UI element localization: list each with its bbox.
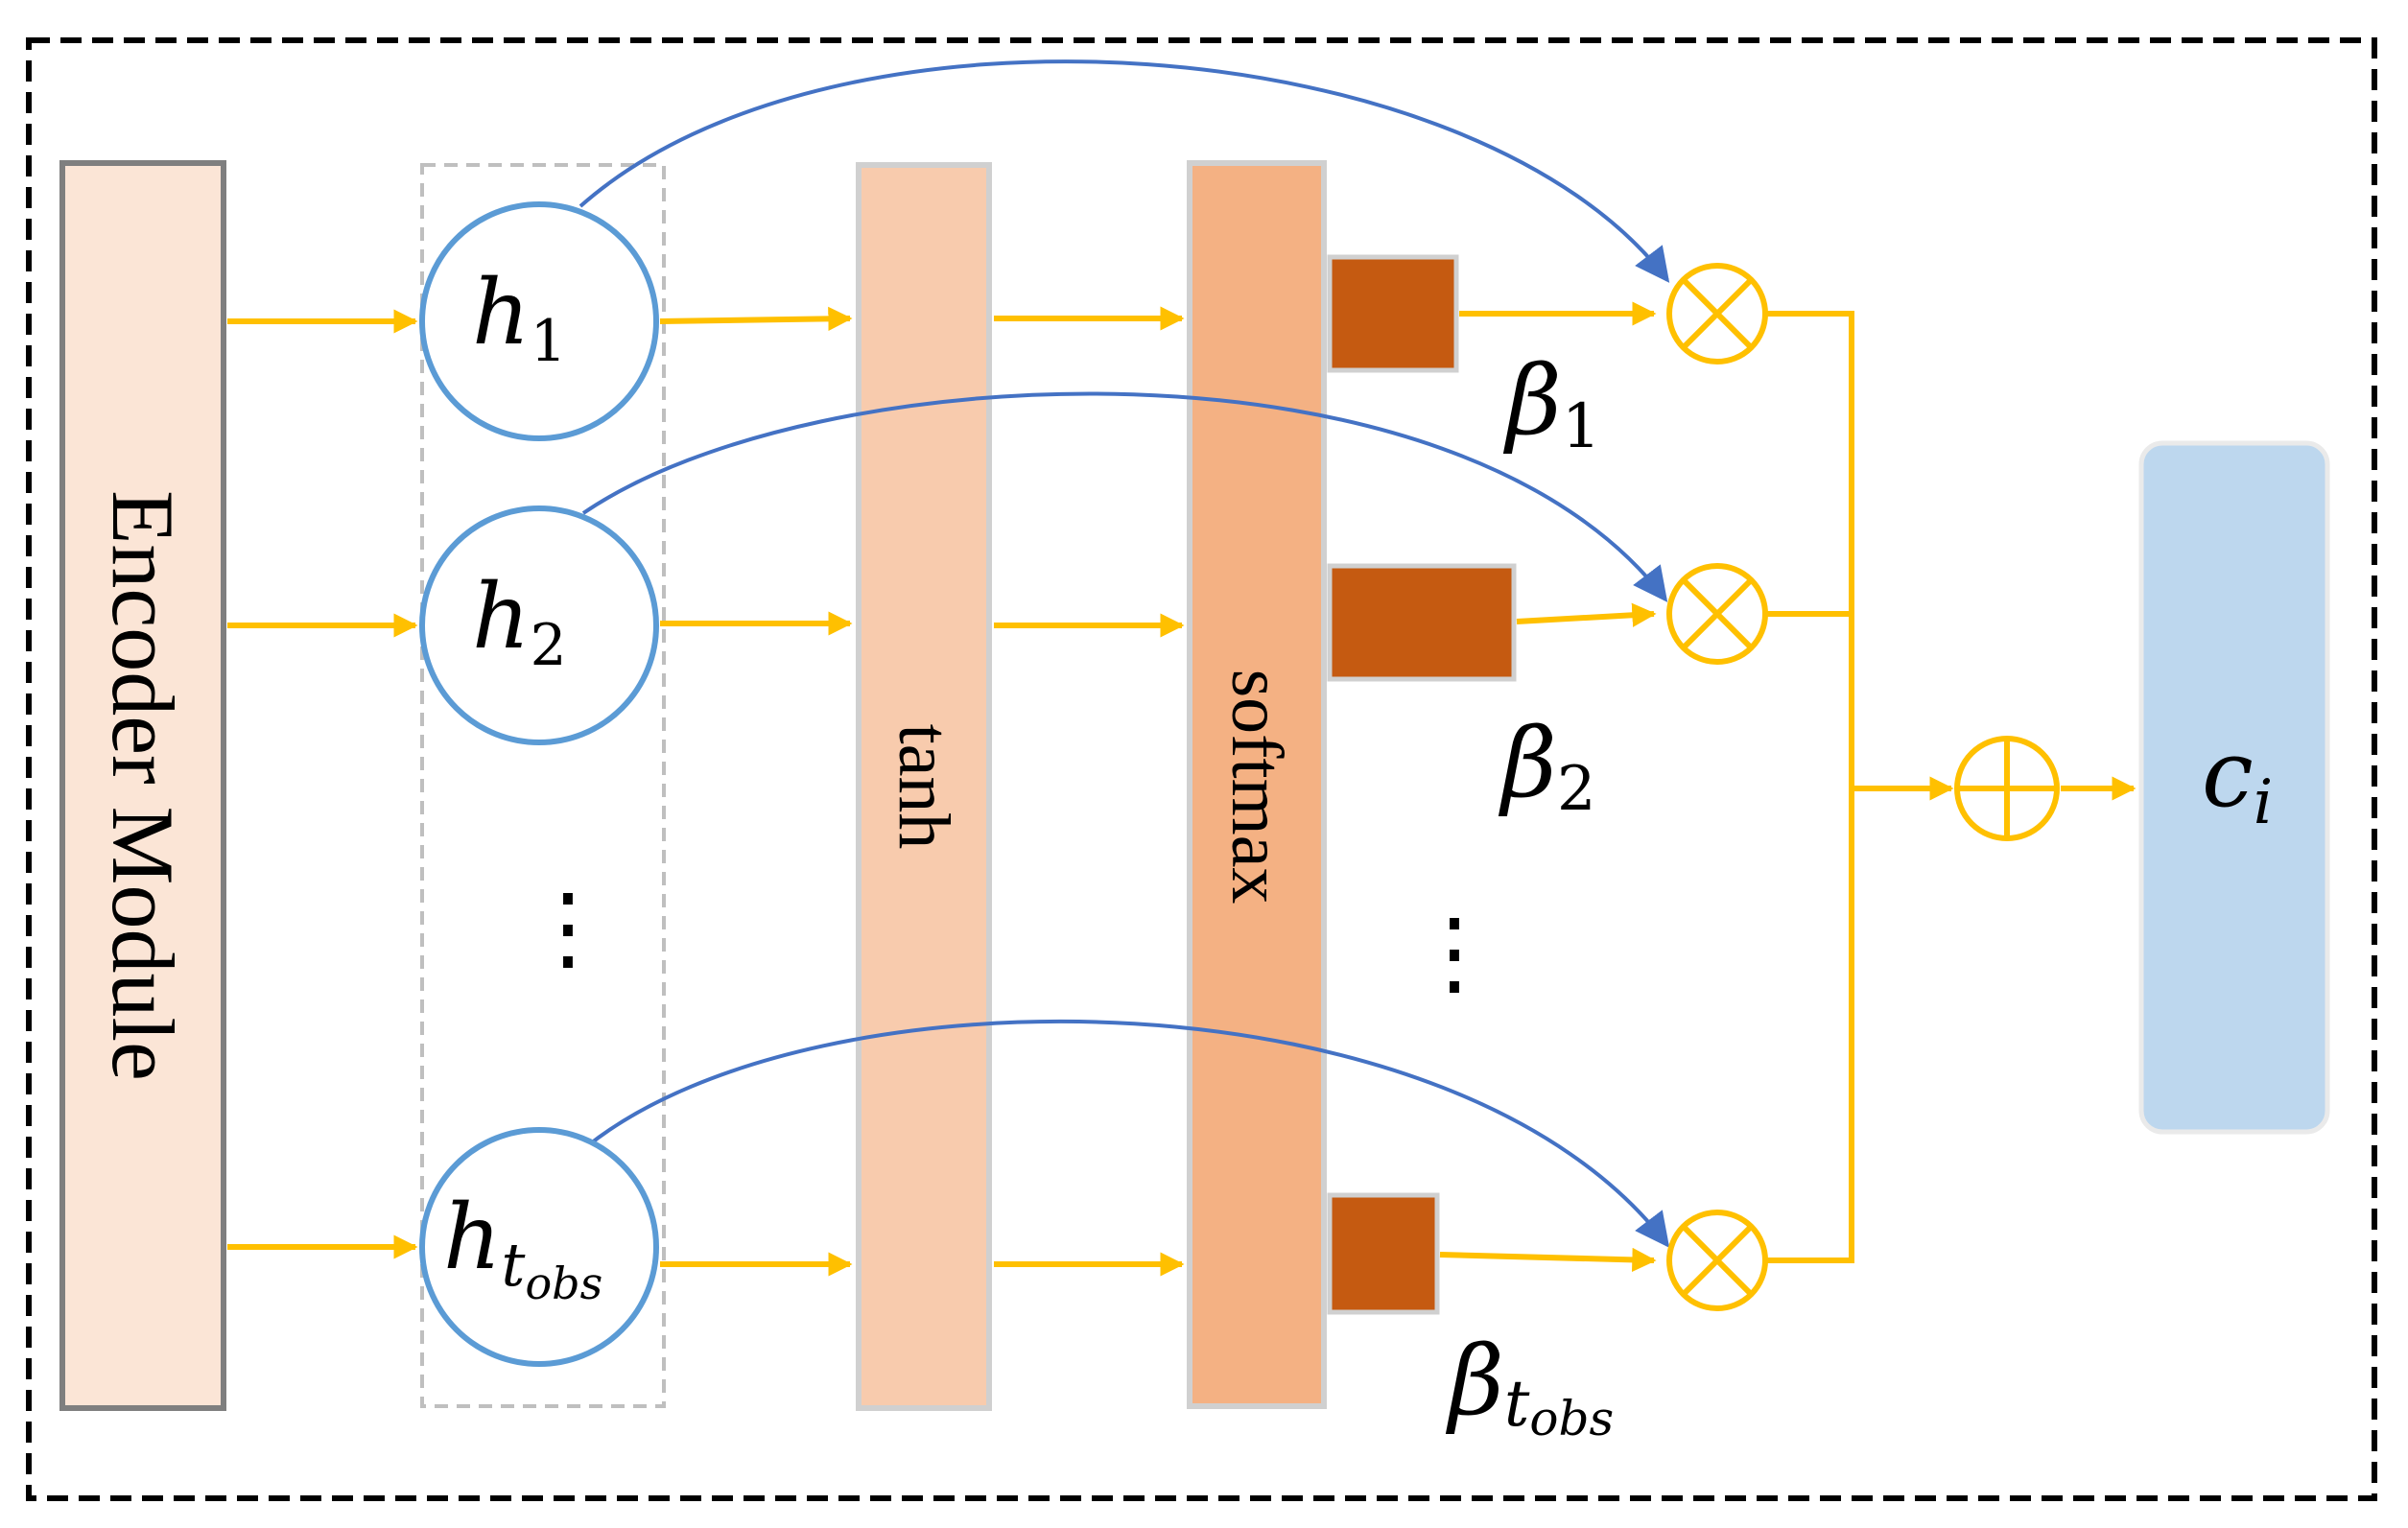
weight-block-3 [1327,1192,1440,1315]
hidden-state-label-1: h1 [472,261,567,375]
ellipsis-weights: ⋮ [1408,902,1500,1004]
ellipsis-hidden-states: ⋮ [522,877,614,979]
outer-frame [26,37,2377,1501]
add-node [1954,736,2060,841]
weight-block-2 [1327,563,1517,682]
hidden-state-circle-3 [419,1127,659,1367]
tanh-label: tanh [884,724,964,850]
multiply-node-2 [1666,563,1768,665]
multiply-node-3 [1666,1210,1768,1311]
multiply-node-1 [1666,263,1768,364]
encoder-module-box [59,160,226,1411]
weight-block-1 [1327,254,1459,373]
softmax-label: softmax [1216,670,1297,905]
weight-label-3: βtobs [1445,1325,1614,1446]
hidden-states-group [420,163,666,1408]
hidden-state-label-3: htobs [443,1186,602,1309]
context-vector-label: ci [2202,720,2273,838]
skip-curve-3 [585,1020,1670,1248]
weight-label-1: β1 [1502,344,1601,462]
softmax-box [1187,160,1327,1409]
skip-curve-1 [578,59,1670,283]
skip-curve-2 [581,391,1668,602]
bus-mult-1 [1767,311,1854,1263]
context-vector-box [2138,440,2330,1135]
hidden-state-circle-1 [419,201,659,441]
hidden-state-label-2: h2 [472,565,567,679]
weight-label-2: β2 [1498,707,1596,825]
arrow-weight-mult-3 [1439,1247,1657,1272]
tanh-box [856,162,992,1411]
encoder-module-label: Encoder Module [94,490,192,1081]
arrow-weight-mult-2 [1516,602,1657,627]
arrow-h1-tanh [659,306,853,331]
hidden-state-circle-2 [419,505,659,745]
